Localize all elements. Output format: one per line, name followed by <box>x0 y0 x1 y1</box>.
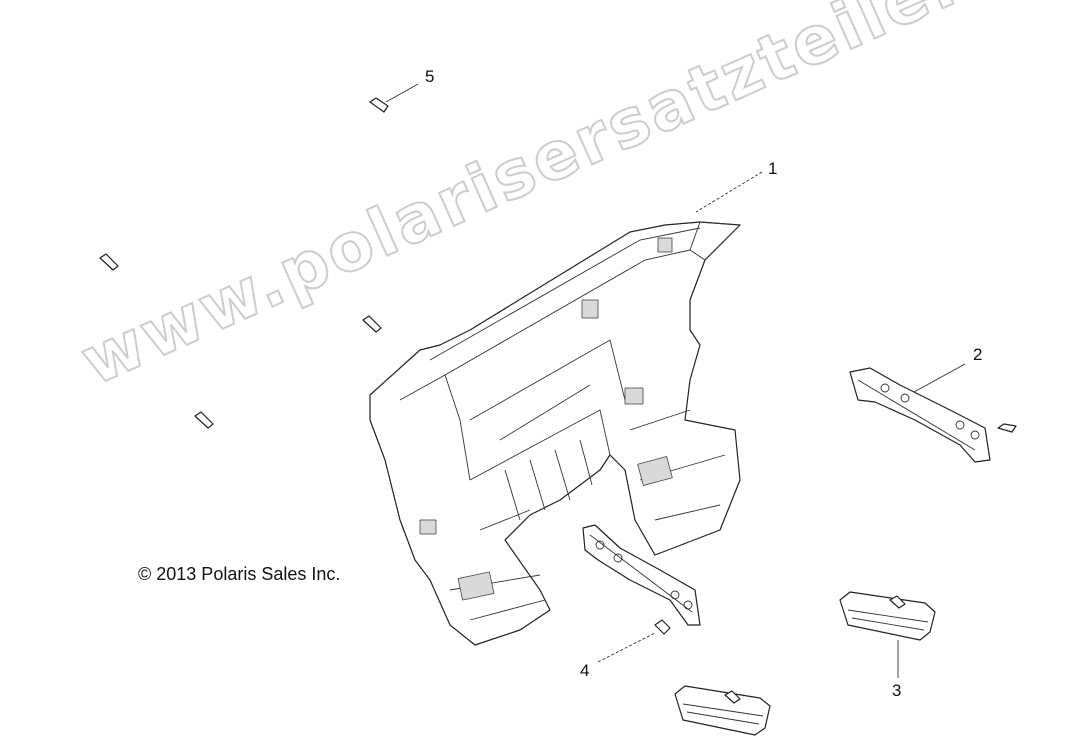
bolt-icon <box>194 411 214 429</box>
callout-2: 2 <box>973 345 983 364</box>
step-pad-part <box>839 591 936 641</box>
bolt-icon <box>724 690 741 704</box>
leader-line-1 <box>695 171 763 213</box>
bolt-icon <box>889 595 906 609</box>
leader-line-5 <box>385 83 419 103</box>
copyright-text: © 2013 Polaris Sales Inc. <box>138 564 341 584</box>
bolt-icon <box>362 315 382 333</box>
callout-1: 1 <box>768 159 778 178</box>
mount-bracket-part <box>849 367 991 463</box>
callout-3: 3 <box>892 681 902 700</box>
leader-line-2 <box>913 363 966 393</box>
leader-line-4 <box>597 632 656 663</box>
mount-bracket-lower-part <box>582 524 701 626</box>
callout-4: 4 <box>580 661 590 680</box>
callout-5: 5 <box>425 67 435 86</box>
bolt-icon <box>369 97 389 113</box>
bolt-icon <box>99 253 119 271</box>
bolt-icon <box>654 619 671 635</box>
step-pad-lower-part <box>674 685 771 736</box>
bumper-frame-part <box>369 221 742 646</box>
bolt-icon <box>997 423 1017 433</box>
